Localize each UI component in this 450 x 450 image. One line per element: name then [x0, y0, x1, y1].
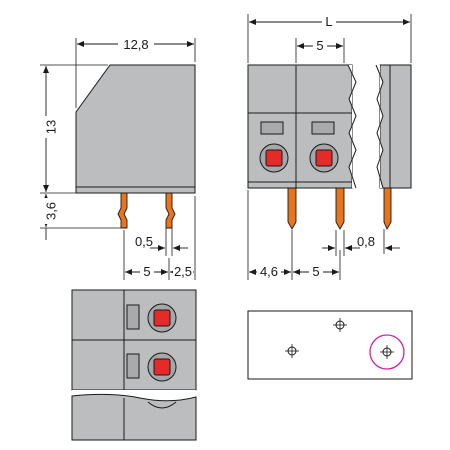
label-pitch-front: 5	[312, 264, 319, 279]
top-view-button-2-mark	[153, 358, 171, 376]
release-button-1-mark	[265, 149, 283, 167]
pcb-footprint	[247, 310, 413, 380]
label-offset-front: 4,6	[260, 264, 278, 279]
side-profile-pin	[383, 187, 392, 231]
dimension-offset-pitch-front: 4,6 5	[247, 190, 341, 280]
label-height-pin: 3,6	[44, 202, 59, 220]
side-view	[75, 64, 196, 229]
label-pitch-side: 5	[143, 264, 150, 279]
release-slot-2	[311, 121, 335, 135]
release-button-2-mark	[315, 149, 333, 167]
front-view-pin-2	[335, 187, 345, 230]
top-view-slot-1	[126, 304, 140, 330]
side-view-pin-left	[117, 192, 128, 229]
side-view-pin-right	[165, 192, 176, 229]
label-pin-width: 0,8	[357, 234, 375, 249]
label-length-total: L	[325, 14, 332, 29]
dimension-pitch-side: 5 2,5	[123, 196, 196, 280]
front-view	[247, 64, 357, 230]
dimension-pitch-top: 5	[295, 36, 345, 63]
top-view-body-lower	[71, 393, 197, 441]
dimension-height-pin: 3,6	[37, 194, 121, 240]
side-profile	[375, 64, 412, 231]
front-view-pin-1	[287, 187, 297, 230]
top-view	[71, 289, 197, 441]
footprint-outline	[247, 310, 413, 380]
dimension-length-total: L	[247, 12, 412, 63]
dimension-width-front: 12,8	[75, 35, 196, 108]
label-width-front: 12,8	[123, 37, 148, 52]
label-offset-side: 2,5	[174, 264, 192, 279]
dimension-pin-thickness: 0,5	[135, 228, 188, 256]
label-height-body: 13	[44, 120, 59, 134]
drill-hole-1	[285, 344, 299, 358]
dimension-height-body: 13	[37, 64, 108, 194]
drill-hole-2	[333, 318, 347, 332]
top-view-button-1-mark	[153, 309, 171, 327]
drill-hole-3	[369, 334, 405, 370]
side-profile-body	[379, 64, 412, 189]
side-view-body	[75, 64, 196, 194]
release-slot-1	[260, 121, 284, 135]
label-pin-thickness: 0,5	[135, 234, 153, 249]
dimension-pin-width: 0,8	[322, 229, 400, 256]
label-pitch-top: 5	[316, 38, 323, 53]
top-view-slot-2	[126, 353, 140, 379]
highlight-marker-ring	[369, 334, 405, 370]
